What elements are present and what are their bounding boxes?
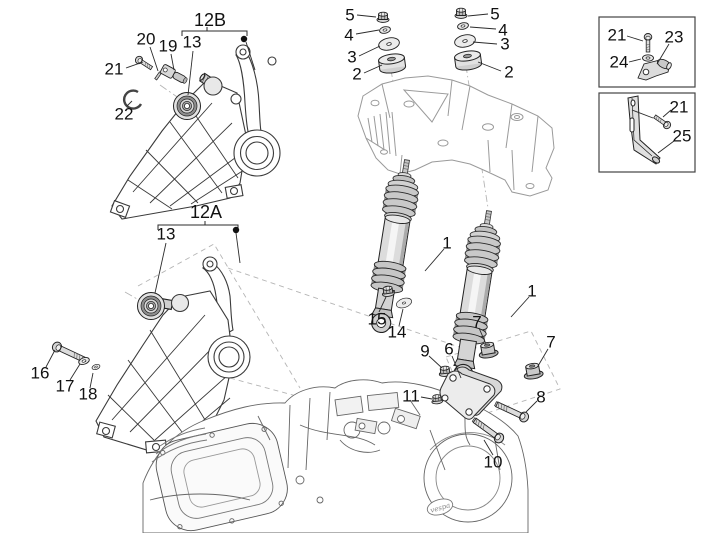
callout-19: 19 bbox=[158, 36, 178, 56]
callout-8: 8 bbox=[536, 387, 546, 407]
callout-3-right: 3 bbox=[500, 34, 510, 54]
callout-21-box1: 21 bbox=[607, 25, 627, 45]
callout-9: 9 bbox=[420, 341, 430, 361]
callout-16: 16 bbox=[30, 363, 50, 383]
washer-24 bbox=[642, 54, 654, 62]
callout-1-left: 1 bbox=[442, 233, 452, 253]
bushing-2-right bbox=[453, 48, 483, 73]
bracket-25 bbox=[627, 95, 661, 165]
shock-absorber-left bbox=[362, 156, 425, 336]
washer-4-left bbox=[378, 25, 392, 35]
washer-18 bbox=[90, 362, 102, 372]
callout-22: 22 bbox=[114, 104, 134, 124]
inset-box-1 bbox=[598, 16, 696, 88]
shock-absorber-right bbox=[444, 207, 507, 387]
bushing-2-left bbox=[377, 51, 407, 76]
callout-20: 20 bbox=[136, 29, 156, 49]
washer-4-right bbox=[456, 21, 470, 31]
callout-12A: 12A bbox=[189, 202, 223, 222]
bracket-6 bbox=[439, 366, 503, 420]
callout-21-box2: 21 bbox=[669, 97, 689, 117]
callout-1-right: 1 bbox=[527, 281, 537, 301]
callout-15: 15 bbox=[367, 309, 387, 329]
callout-6: 6 bbox=[444, 339, 454, 359]
washer-3-left bbox=[377, 35, 401, 53]
callout-18: 18 bbox=[78, 384, 98, 404]
nut-5-right bbox=[454, 7, 468, 19]
bearing-13-upper bbox=[173, 92, 201, 120]
callout-21-upper-left: 21 bbox=[104, 59, 124, 79]
callout-7-right: 7 bbox=[546, 332, 556, 352]
callout-4-right: 4 bbox=[498, 20, 508, 40]
engine-drawing: vespa bbox=[142, 379, 529, 533]
sensor-19 bbox=[160, 64, 188, 84]
callout-2-right: 2 bbox=[504, 62, 514, 82]
callout-25: 25 bbox=[672, 126, 692, 146]
leader-lines bbox=[45, 13, 675, 456]
bracket-12b-drawing bbox=[109, 44, 281, 220]
callout-24: 24 bbox=[609, 52, 629, 72]
callout-5-left: 5 bbox=[345, 5, 355, 25]
callout-group-brackets bbox=[157, 27, 248, 234]
callout-2-left: 2 bbox=[352, 64, 362, 84]
callout-17: 17 bbox=[55, 376, 75, 396]
bushing-7-right bbox=[521, 361, 545, 381]
callout-5-right: 5 bbox=[490, 4, 500, 24]
callout-23: 23 bbox=[664, 27, 684, 47]
inset-box-2 bbox=[598, 92, 696, 173]
washer-3-right bbox=[453, 32, 477, 50]
callout-10: 10 bbox=[483, 452, 503, 472]
callout-3-left: 3 bbox=[347, 47, 357, 67]
vespa-emblem: vespa bbox=[426, 498, 454, 516]
callout-4-left: 4 bbox=[344, 25, 354, 45]
bolt-21-upper-left bbox=[133, 54, 155, 72]
nut-5-left bbox=[376, 11, 390, 23]
bearing-13-lower bbox=[137, 292, 165, 320]
frame-bracket-drawing bbox=[357, 75, 555, 197]
callout-14: 14 bbox=[387, 322, 407, 342]
callout-13-lower: 13 bbox=[156, 224, 176, 244]
callout-7-left: 7 bbox=[472, 312, 482, 332]
callout-11: 11 bbox=[402, 386, 420, 406]
clip-22 bbox=[122, 89, 143, 110]
callout-12B: 12B bbox=[193, 10, 227, 30]
washer-14 bbox=[394, 295, 414, 311]
callout-13-upper: 13 bbox=[182, 32, 202, 52]
bracket-23 bbox=[637, 58, 672, 81]
